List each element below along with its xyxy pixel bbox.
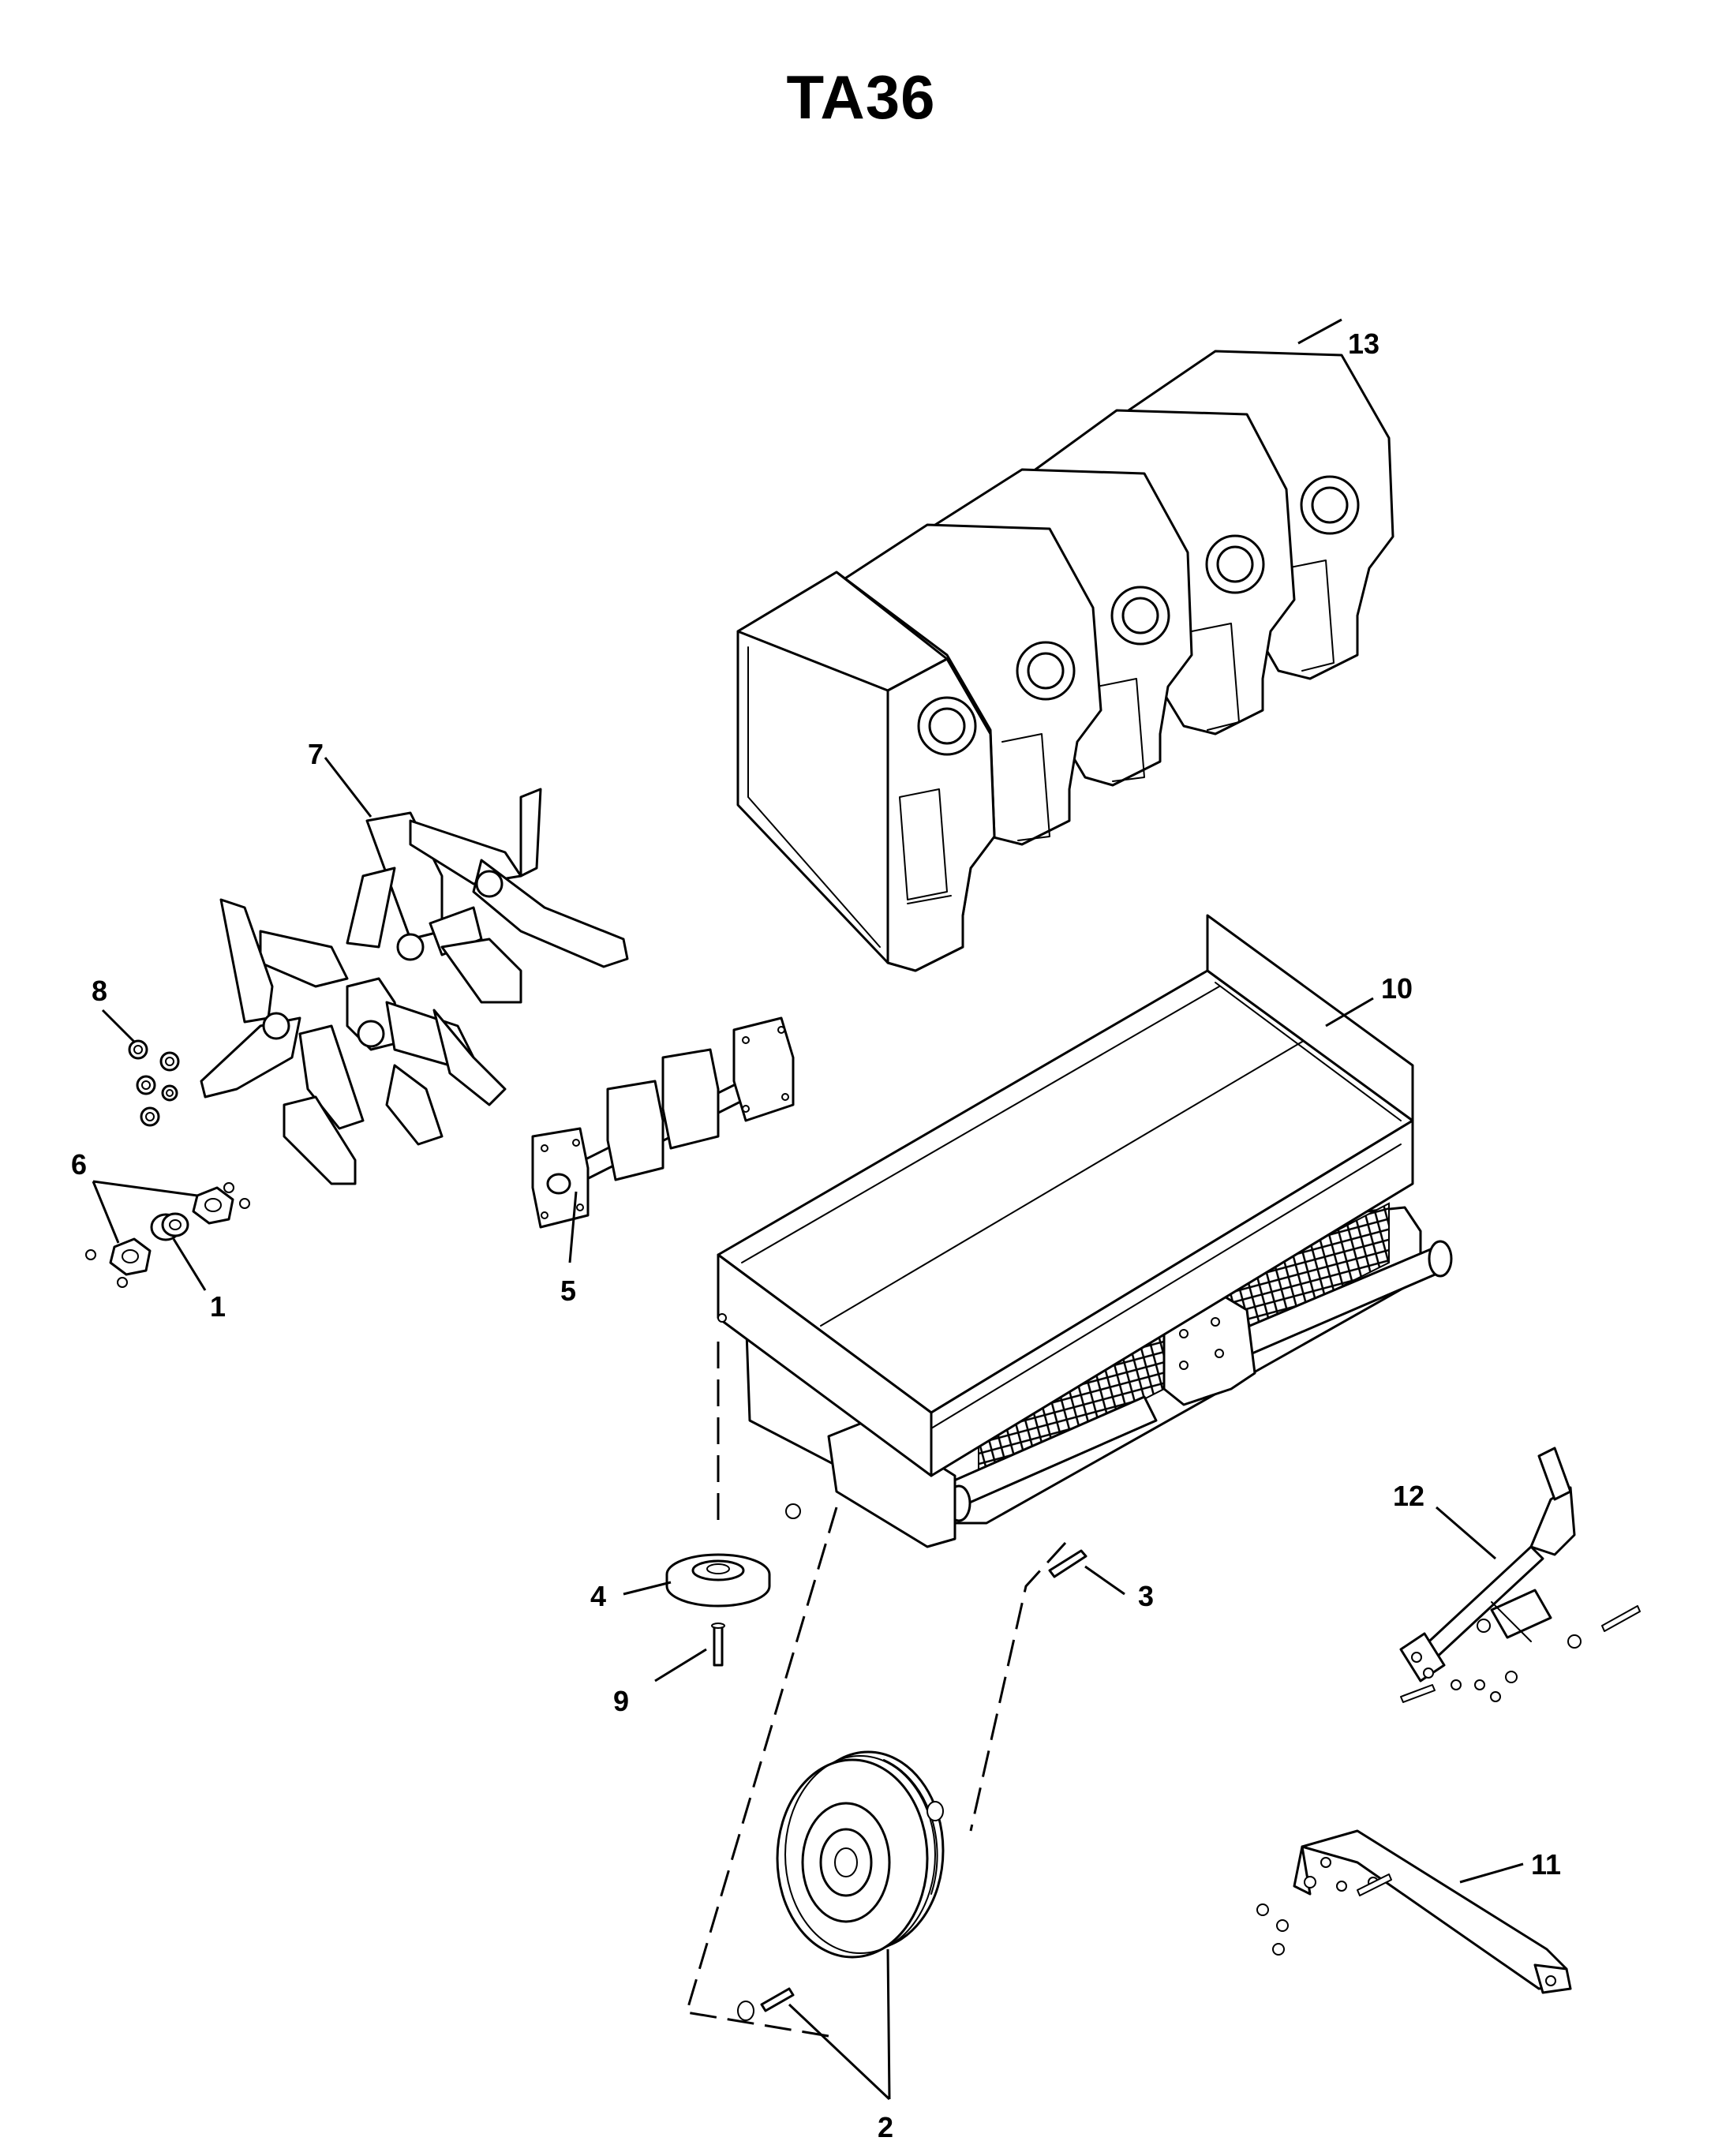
callout-8: 8 [92,975,107,1007]
hitch-bracket-11 [1256,1829,1572,1994]
callout-4: 4 [590,1580,606,1612]
assembly-line [969,1541,1067,1832]
callout-11: 11 [1531,1848,1561,1881]
nuts-8 [128,1039,180,1127]
tine-shaft-5 [531,1016,795,1229]
callout-9: 9 [613,1685,629,1717]
leader-4 [623,1581,672,1596]
callout-6: 6 [71,1148,87,1181]
leader-9 [654,1648,707,1683]
leader-10 [1325,997,1374,1027]
leader-12 [1436,1506,1496,1560]
callout-12: 12 [1393,1480,1424,1512]
leader-5 [568,1191,578,1263]
leader-2 [788,1948,891,2101]
callout-1: 1 [210,1290,226,1323]
callout-13: 13 [1348,328,1379,360]
leader-13 [1297,318,1342,345]
axle-rod-3 [1048,1549,1087,1578]
bearing-flanges-6 [85,1182,250,1288]
tines-7 [200,788,629,1185]
callout-5: 5 [560,1275,576,1307]
handle-assembly-12 [1399,1447,1641,1703]
bearing-1 [150,1212,189,1241]
weight-blocks-13 [736,350,1394,972]
leader-11 [1459,1862,1524,1884]
pulley-4 [665,1553,771,1608]
assembly-line [685,1507,838,2038]
tray-assembly-10 [717,914,1453,1548]
pin [760,1987,795,2012]
leader-1 [172,1238,207,1291]
washer [927,1801,944,1821]
callout-2: 2 [878,2111,893,2143]
leader-7 [324,757,372,818]
callout-7: 7 [308,738,324,770]
callout-10: 10 [1381,972,1413,1005]
hex-nut [785,1503,801,1519]
leader-6 [92,1180,198,1244]
diagram-title: TA36 [786,62,936,132]
leader-8 [101,1009,136,1043]
washer [737,2001,754,2021]
pin-9 [711,1623,725,1667]
callout-3: 3 [1138,1580,1154,1612]
leader-3 [1084,1565,1125,1596]
wheel-2 [776,1750,945,1959]
